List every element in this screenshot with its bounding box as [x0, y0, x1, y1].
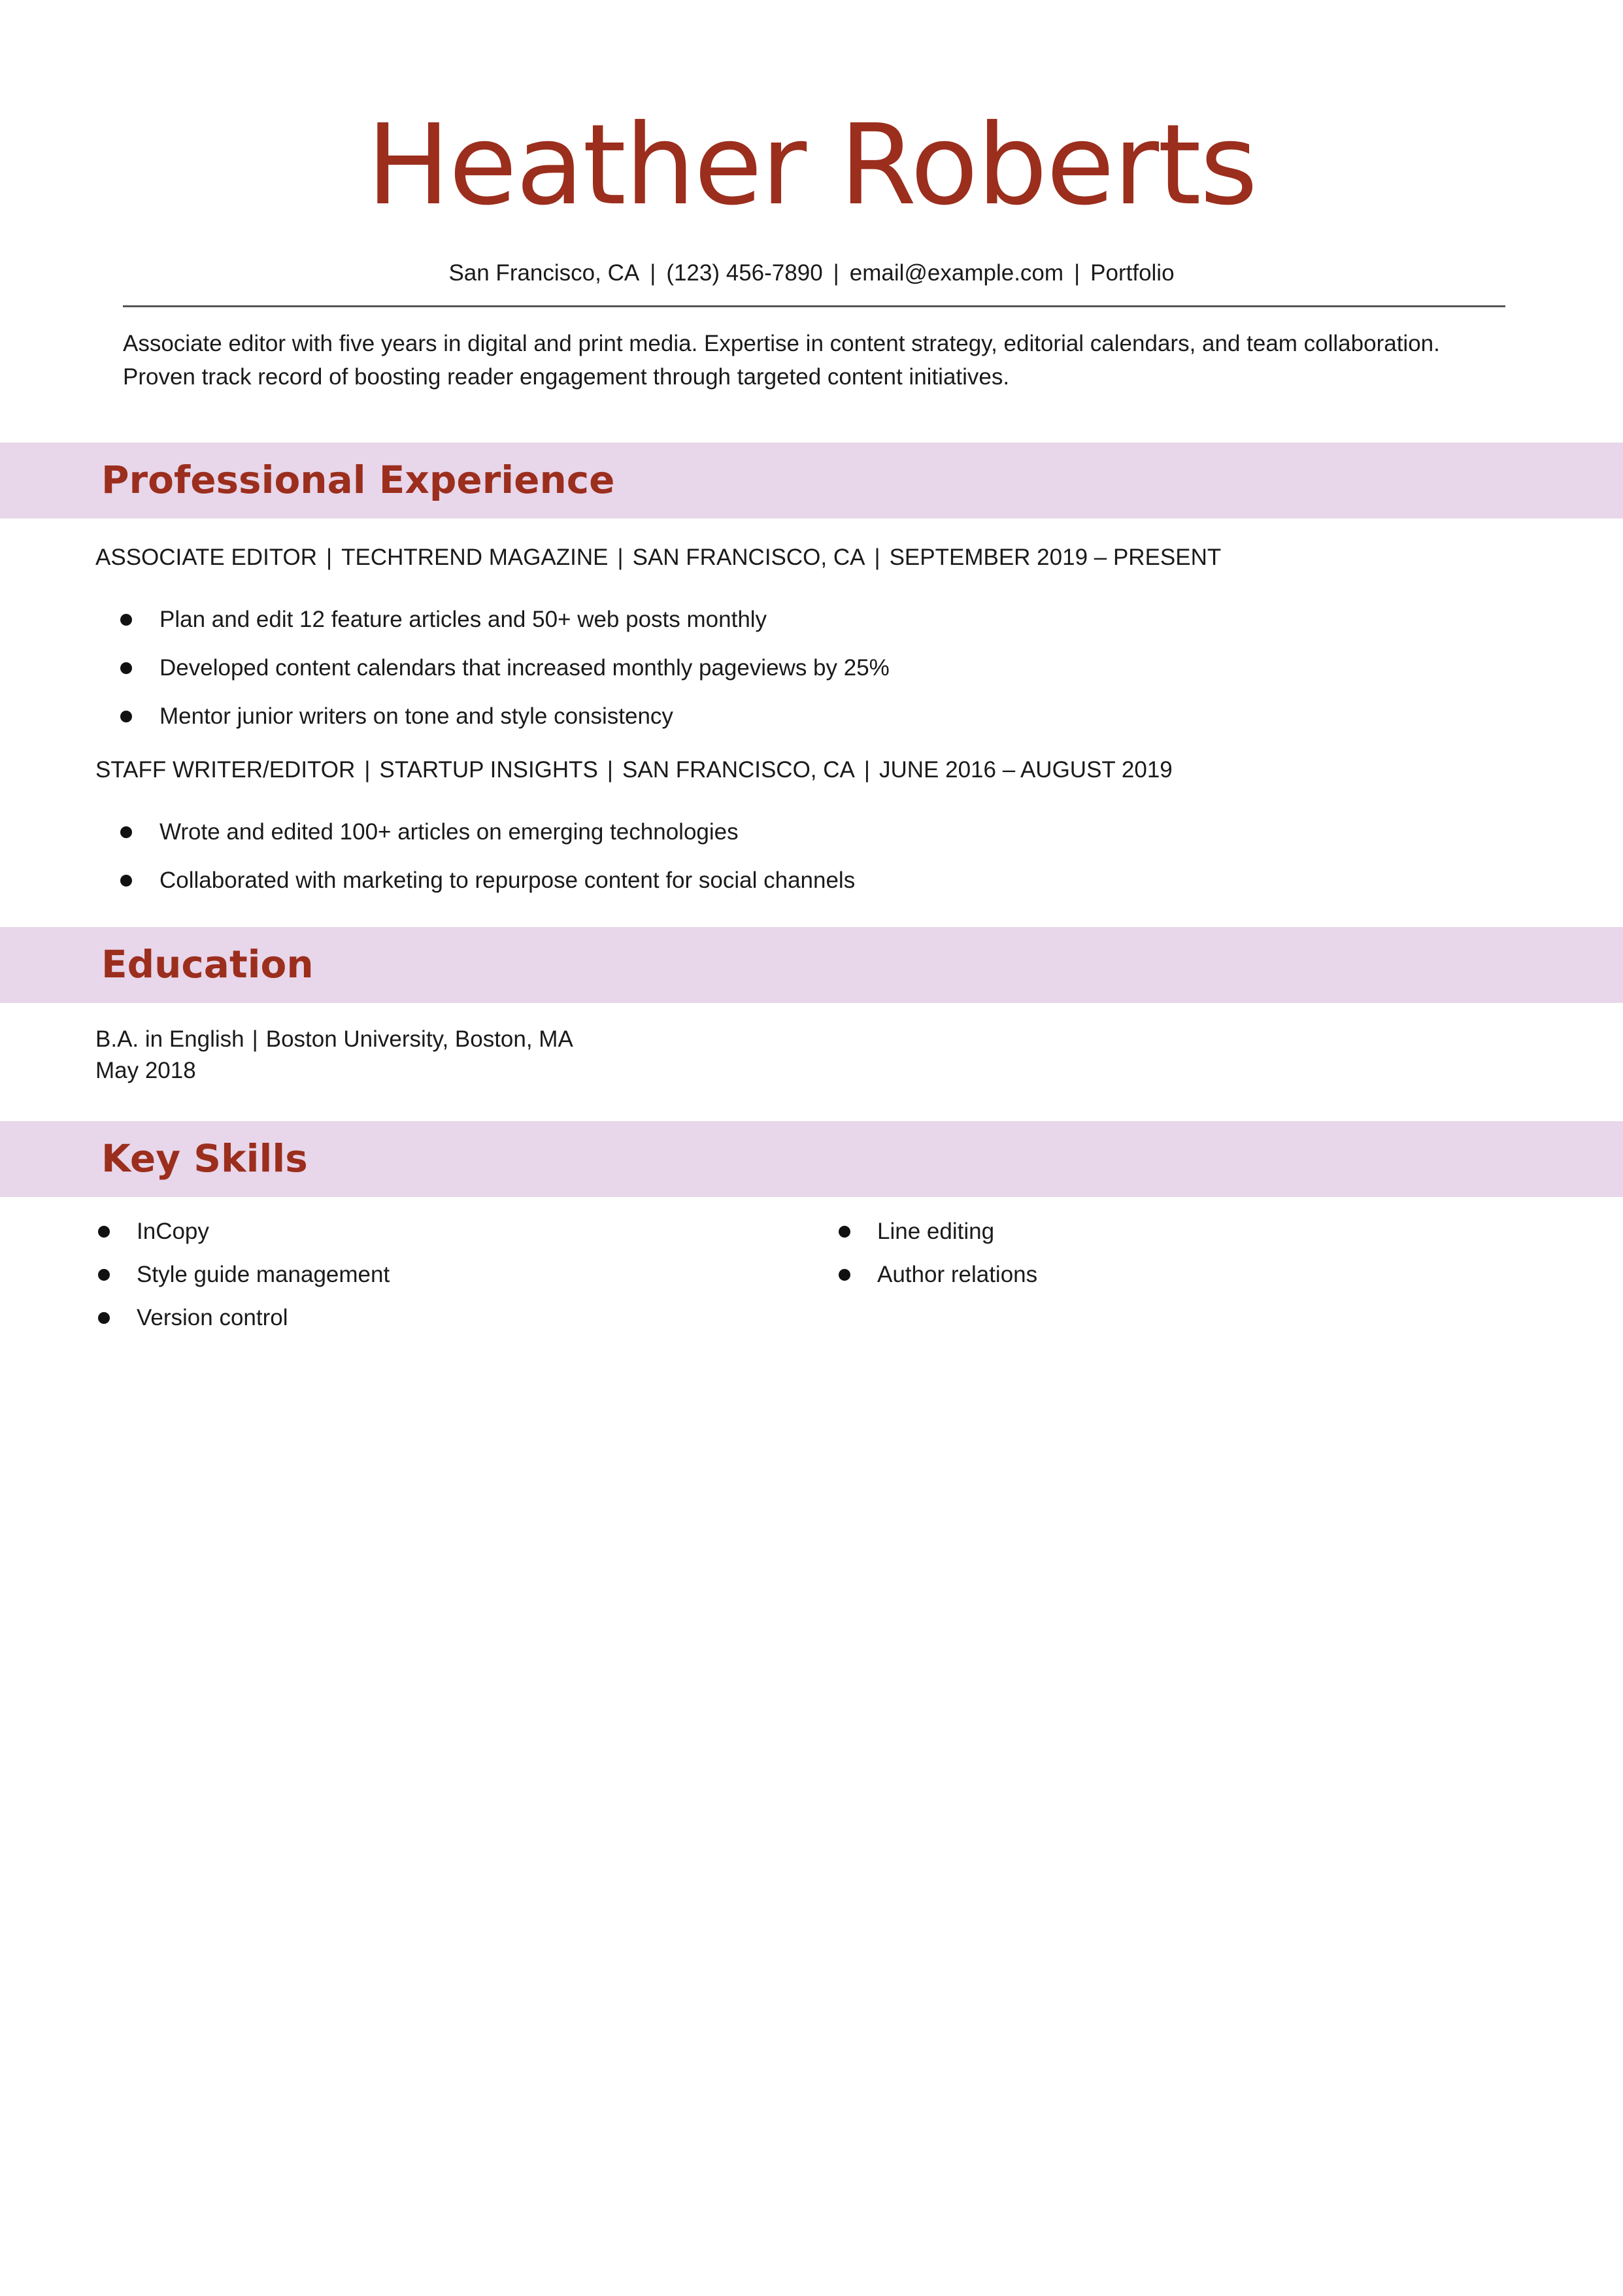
summary-line: Associate editor with five years in digi… — [123, 331, 1440, 356]
job-separator: | — [617, 545, 624, 570]
bullet-icon — [120, 614, 132, 626]
job-separator: | — [607, 757, 613, 783]
bullet-text: Mentor junior writers on tone and style … — [159, 703, 673, 729]
section-band-education: Education — [0, 927, 1623, 1003]
section-heading-skills: Key Skills — [101, 1136, 308, 1181]
skill-text: Style guide management — [137, 1262, 390, 1287]
job-bullets: Wrote and edited 100+ articles on emergi… — [119, 820, 855, 917]
list-item: Style guide management — [96, 1263, 390, 1286]
bullet-icon — [98, 1226, 110, 1238]
job-dates: JUNE 2016 – AUGUST 2019 — [878, 757, 1173, 783]
bullet-text: Plan and edit 12 feature articles and 50… — [159, 607, 767, 632]
job-header: ASSOCIATE EDITOR | TECHTREND MAGAZINE | SAN … — [95, 546, 1221, 569]
list-item: Author relations — [837, 1263, 1037, 1286]
education-degree-line: B.A. in English | Boston University, Bosto… — [95, 1028, 573, 1051]
bullet-icon — [98, 1269, 110, 1281]
list-item: Version control — [96, 1306, 390, 1329]
bullet-icon — [120, 875, 132, 886]
summary-line: Proven track record of boosting reader e… — [123, 364, 1010, 390]
section-band-experience: Professional Experience — [0, 443, 1623, 518]
job-company: TECHTREND MAGAZINE — [341, 545, 609, 570]
job-separator: | — [326, 545, 333, 570]
skill-text: Line editing — [877, 1219, 995, 1244]
bullet-icon — [120, 662, 132, 674]
job-separator: | — [364, 757, 371, 783]
skill-text: Version control — [137, 1305, 288, 1330]
list-item: InCopy — [96, 1220, 390, 1243]
job-separator: | — [863, 757, 870, 783]
job-dates: SEPTEMBER 2019 – PRESENT — [889, 545, 1222, 570]
candidate-name: Heather Roberts — [366, 101, 1258, 230]
contact-email[interactable]: email@example.com — [849, 260, 1064, 286]
education-school: Boston University, Boston, MA — [265, 1026, 573, 1052]
header-divider — [123, 305, 1505, 307]
contact-separator: | — [650, 260, 656, 286]
bullet-text: Collaborated with marketing to repurpose… — [159, 868, 856, 893]
skills-list-left: InCopy Style guide management Version co… — [96, 1220, 390, 1349]
list-item: Plan and edit 12 feature articles and 50… — [119, 608, 890, 631]
bullet-icon — [120, 711, 132, 722]
list-item: Mentor junior writers on tone and style … — [119, 705, 890, 728]
contact-location: San Francisco, CA — [448, 260, 640, 286]
contact-phone: (123) 456-7890 — [666, 260, 823, 286]
education-degree: B.A. in English — [95, 1026, 244, 1052]
job-company: STARTUP INSIGHTS — [379, 757, 598, 783]
summary: Associate editor with five years in digi… — [123, 327, 1509, 394]
job-title: ASSOCIATE EDITOR — [95, 545, 318, 570]
section-heading-experience: Professional Experience — [101, 458, 615, 502]
job-separator: | — [874, 545, 880, 570]
section-heading-education: Education — [101, 942, 314, 987]
job-header: STAFF WRITER/EDITOR | STARTUP INSIGHTS | SAN… — [95, 758, 1173, 781]
list-item: Developed content calendars that increas… — [119, 656, 890, 679]
education-date: May 2018 — [95, 1058, 196, 1083]
job-location: SAN FRANCISCO, CA — [632, 545, 865, 570]
list-item: Wrote and edited 100+ articles on emergi… — [119, 820, 855, 843]
job-location: SAN FRANCISCO, CA — [622, 757, 855, 783]
contact-portfolio-link[interactable]: Portfolio — [1090, 260, 1175, 286]
contact-line: San Francisco, CA | (123) 456-7890 | email@e… — [0, 262, 1623, 284]
section-band-skills: Key Skills — [0, 1121, 1623, 1197]
job-title: STAFF WRITER/EDITOR — [95, 757, 356, 783]
contact-separator: | — [1074, 260, 1080, 286]
list-item: Collaborated with marketing to repurpose… — [119, 869, 855, 892]
job-bullets: Plan and edit 12 feature articles and 50… — [119, 608, 890, 753]
bullet-text: Wrote and edited 100+ articles on emergi… — [159, 819, 739, 845]
skill-text: Author relations — [877, 1262, 1038, 1287]
bullet-icon — [120, 826, 132, 838]
education-separator: | — [252, 1026, 258, 1052]
skills-list-right: Line editing Author relations — [837, 1220, 1037, 1306]
bullet-text: Developed content calendars that increas… — [159, 655, 890, 681]
bullet-icon — [98, 1312, 110, 1324]
list-item: Line editing — [837, 1220, 1037, 1243]
contact-separator: | — [833, 260, 839, 286]
bullet-icon — [839, 1226, 850, 1238]
bullet-icon — [839, 1269, 850, 1281]
skill-text: InCopy — [137, 1219, 209, 1244]
